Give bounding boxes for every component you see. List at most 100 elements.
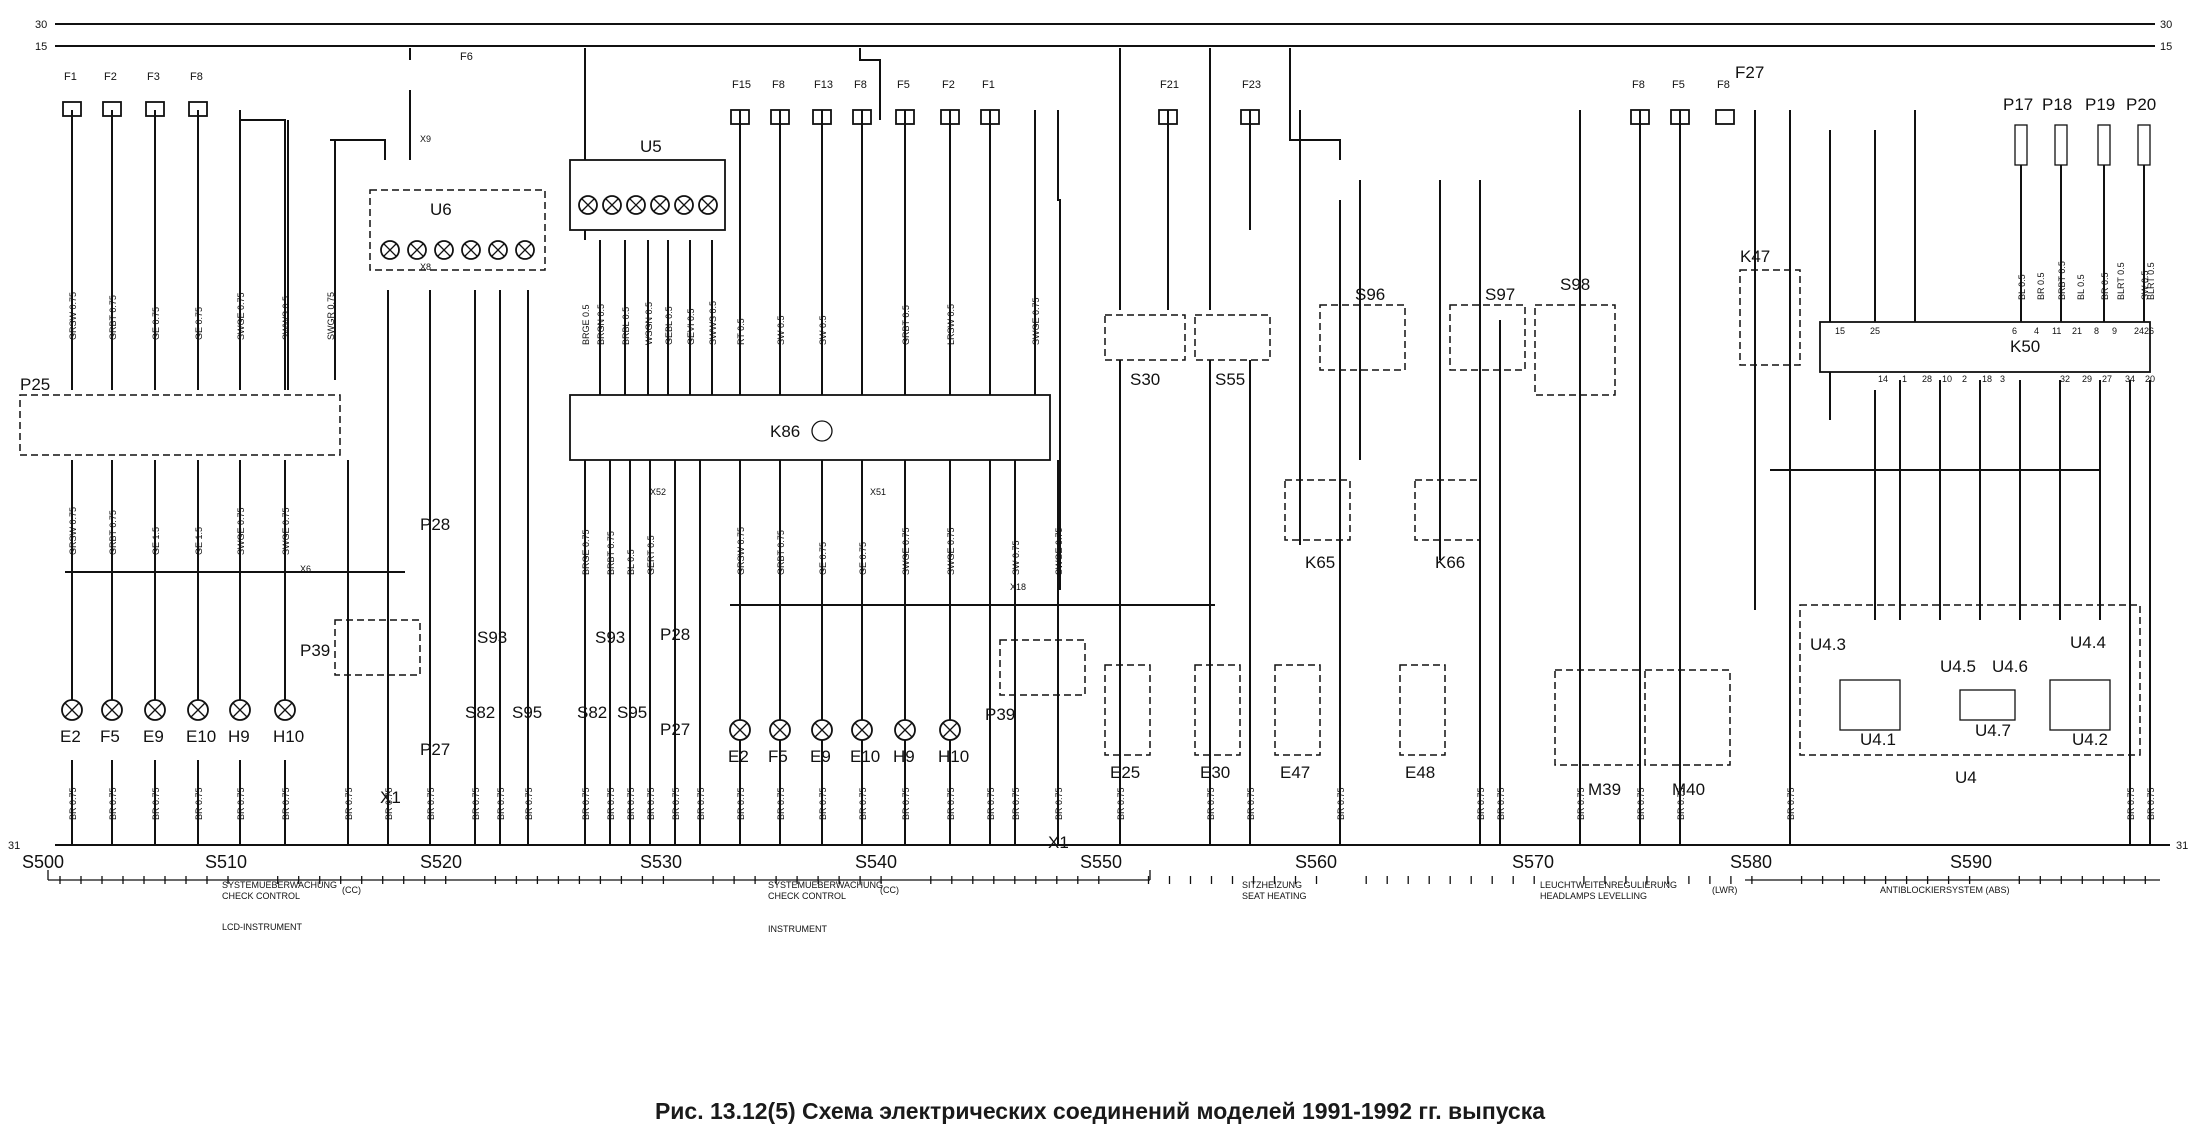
- k50-pin-4: 28: [1922, 374, 1932, 384]
- section-labels: SYSTEMUEBERWACHUNG CHECK CONTROL (CC) LC…: [222, 880, 2010, 934]
- k50-pin-5: 10: [1942, 374, 1952, 384]
- k50-pin-0: 15: [1835, 326, 1845, 336]
- p20-label: P20: [2126, 95, 2156, 114]
- ground-label-21: BR 0.75: [858, 787, 868, 820]
- section-2-tag: (CC): [880, 885, 899, 895]
- k50-pin-2: 14: [1878, 374, 1888, 384]
- p27b-label: P27: [660, 720, 690, 739]
- wire-k86-top-3: WSGN 0.5: [644, 302, 654, 345]
- u41-label: U4.1: [1860, 730, 1896, 749]
- section-1-line3: LCD-INSTRUMENT: [222, 922, 303, 932]
- section-4-line2: HEADLAMPS LEVELLING: [1540, 891, 1647, 901]
- x1a-label: X1: [380, 788, 401, 807]
- e48-box: [1399, 664, 1446, 756]
- ground-label-13: BR 0.75: [606, 787, 616, 820]
- wire-left-low-3: GE 1.5: [194, 527, 204, 555]
- rail-30-left: 30: [35, 19, 47, 31]
- e30-box: [1194, 664, 1241, 756]
- u6-lamp-cross-3: [464, 243, 478, 257]
- ground-label-31: BR 0.75: [1476, 787, 1486, 820]
- u6-lamp-cross-0: [383, 243, 397, 257]
- p39a-label: P39: [300, 641, 330, 660]
- u6-lamp-cross-4: [491, 243, 505, 257]
- p17-sensor: [2014, 124, 2028, 166]
- ground-label-30: BR 0.75: [1336, 787, 1346, 820]
- ground-label-5: BR 0.75: [281, 787, 291, 820]
- section-5-line1: ANTIBLOCKIERSYSTEM (ABS): [1880, 885, 2010, 895]
- ground-label-9: BR 0.75: [471, 787, 481, 820]
- wire-left-low-1: GRBT 0.75: [108, 510, 118, 555]
- rail-30-right: 30: [2160, 19, 2172, 31]
- s97-box: [1449, 304, 1526, 371]
- s95a-label: S95: [512, 703, 542, 722]
- section-1-line1: SYSTEMUEBERWACHUNG: [222, 880, 337, 890]
- p39a-box: [334, 619, 421, 676]
- ground-label-25: BR 0.75: [1011, 787, 1021, 820]
- section-2-line2: CHECK CONTROL: [768, 891, 846, 901]
- ground-label-23: BR 0.75: [946, 787, 956, 820]
- fuse-right-4-body: [1715, 109, 1735, 125]
- e48-label: E48: [1405, 763, 1435, 782]
- ground-label-16: BR 0.75: [671, 787, 681, 820]
- u5-box: [569, 159, 726, 231]
- wire-left-2: GE 0.75: [151, 307, 161, 340]
- k50-label: K50: [2010, 337, 2040, 356]
- ground-label-14: BR 0.75: [626, 787, 636, 820]
- lamp-mid-3-cross: [854, 722, 870, 738]
- fuse-left-0-label: F1: [64, 71, 77, 83]
- lamp-left-4-label: H9: [228, 727, 250, 746]
- wire-k86-bot-3: GERT 0.5: [646, 535, 656, 575]
- wire-k86-bot-7: GE 0.75: [858, 542, 868, 575]
- wire-k50-4: BR 0.5: [2100, 272, 2110, 300]
- wire-k86-top-0: BRGE 0.5: [581, 304, 591, 345]
- wire-left-3: GE 0.75: [194, 307, 204, 340]
- ground-label-37: BR 0.75: [2126, 787, 2136, 820]
- u45-label: U4.5: [1940, 657, 1976, 676]
- fuse-left-1-label: F2: [104, 71, 117, 83]
- wire-k86-top-4: GEBL 0.5: [664, 306, 674, 345]
- component-boxes: P25 U6 U5 K86 P39 P39 S30 S55 S96 S97 S9…: [19, 95, 2156, 852]
- scale-id-S510: S510: [205, 852, 247, 872]
- wire-k86-top-5: GEVI 0.5: [686, 308, 696, 345]
- s95b-label: S95: [617, 703, 647, 722]
- ground-label-6: BR 0.75: [344, 787, 354, 820]
- section-2-line1: SYSTEMUEBERWACHUNG: [768, 880, 883, 890]
- fuse-mid-2-label: F13: [814, 79, 833, 91]
- p28b-label: P28: [660, 625, 690, 644]
- ground-label-4: BR 0.75: [236, 787, 246, 820]
- k50-pin-7: 18: [1982, 374, 1992, 384]
- scale-id-S590: S590: [1950, 852, 1992, 872]
- k86-label: K86: [770, 422, 800, 441]
- ground-label-34: BR 0.75: [1636, 787, 1646, 820]
- wire-left-low-4: SWGE 0.75: [236, 507, 246, 555]
- wire-k86-top-7: RT 0.5: [736, 318, 746, 345]
- ground-label-18: BR 0.75: [736, 787, 746, 820]
- lamp-left-3-cross: [190, 702, 206, 718]
- p20-sensor: [2137, 124, 2151, 166]
- u6-label: U6: [430, 200, 452, 219]
- fuse-left-3-label: F8: [190, 71, 203, 83]
- lamp-left-3-label: E10: [186, 727, 216, 746]
- s93b-label: S93: [595, 628, 625, 647]
- wire-left-5: SWWS 0.5: [281, 296, 291, 340]
- rail-31-left: 31: [8, 840, 20, 852]
- e25-box: [1104, 664, 1151, 756]
- u6-box: [369, 189, 546, 271]
- wire-k86-bot-8: SWGE 0.75: [901, 527, 911, 575]
- ground-label-8: BR 0.75: [426, 787, 436, 820]
- ground-label-10: BR 0.75: [496, 787, 506, 820]
- fuse-mid-0-label: F15: [732, 79, 751, 91]
- s82a-label: S82: [465, 703, 495, 722]
- supply-rails: 30 15 30 15 31 31: [8, 19, 2188, 852]
- s96-box: [1319, 304, 1406, 371]
- k50-pin-3: 1: [1902, 374, 1907, 384]
- fuse-right-3-label: F5: [1672, 79, 1685, 91]
- fuse-right-4-label: F8: [1717, 79, 1730, 91]
- u5-lamp-cross-3: [653, 198, 667, 212]
- fuse-f6-label: F6: [460, 51, 473, 63]
- ground-label-32: BR 0.75: [1496, 787, 1506, 820]
